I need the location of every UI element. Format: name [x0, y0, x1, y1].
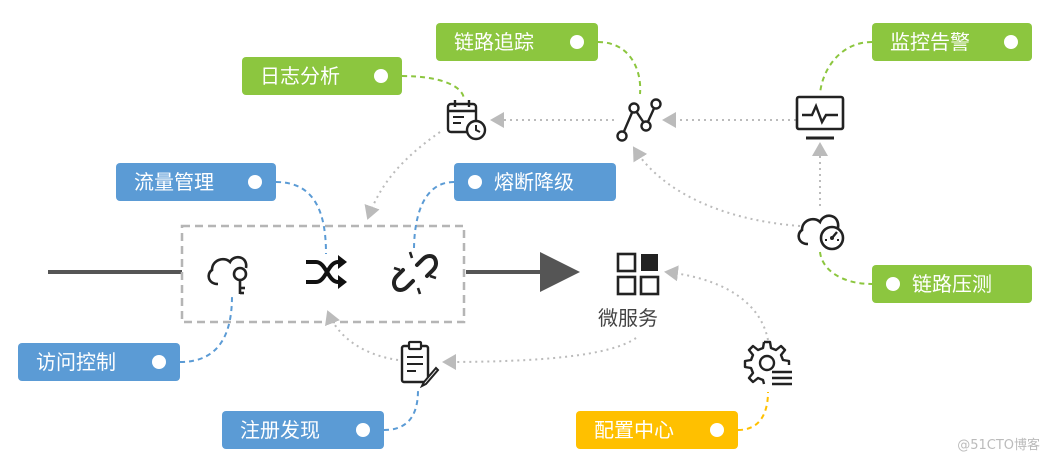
- tag-breaker-label: 熔断降级: [494, 170, 574, 194]
- tag-traffic-label: 流量管理: [134, 170, 214, 194]
- calendar-clock-icon: [446, 100, 487, 141]
- dot-icon: [468, 175, 482, 189]
- tag-access: 访问控制: [18, 343, 180, 381]
- flow-ms-to-registry: [442, 337, 637, 370]
- tag-log: 日志分析: [242, 57, 402, 95]
- tag-breaker: 熔断降级: [454, 163, 616, 201]
- tag-config-label: 配置中心: [594, 418, 674, 442]
- trace-nodes-icon: [616, 98, 662, 142]
- dot-icon: [152, 355, 166, 369]
- monitor-pulse-icon: [795, 95, 845, 140]
- gear-list-icon: [743, 340, 792, 386]
- tag-monitor: 监控告警: [872, 23, 1032, 61]
- governance-box: [180, 224, 466, 324]
- dot-icon: [1004, 35, 1018, 49]
- tag-registry: 注册发现: [222, 411, 384, 449]
- tag-log-label: 日志分析: [260, 64, 340, 88]
- flow-stress-to-trace: [632, 146, 801, 227]
- cloud-gauge-icon: [797, 214, 845, 251]
- tag-access-label: 访问控制: [36, 350, 116, 374]
- leader-breaker: [413, 181, 455, 251]
- leader-traffic: [275, 181, 327, 255]
- dot-icon: [374, 69, 388, 83]
- shuffle-icon: [306, 255, 347, 289]
- microservice-label: 微服务: [598, 306, 658, 330]
- dot-icon: [710, 423, 724, 437]
- flow-config-to-ms: [664, 265, 769, 341]
- flow-log-to-box: [364, 131, 441, 220]
- leader-trace: [597, 41, 642, 95]
- leader-access: [179, 295, 233, 363]
- flow-registry-to-box: [325, 310, 399, 361]
- leader-registry: [383, 389, 419, 431]
- dot-icon: [248, 175, 262, 189]
- grid-apps-icon: [616, 252, 660, 296]
- leader-config: [737, 391, 769, 431]
- tag-stress: 链路压测: [872, 265, 1032, 303]
- tag-config: 配置中心: [576, 411, 738, 449]
- leader-monitor: [819, 41, 873, 95]
- tag-trace-label: 链路追踪: [454, 30, 534, 54]
- dot-icon: [570, 35, 584, 49]
- tag-registry-label: 注册发现: [240, 418, 320, 442]
- dot-icon: [356, 423, 370, 437]
- broken-link-icon: [391, 251, 439, 295]
- leader-log: [401, 75, 465, 101]
- leader-stress: [819, 251, 873, 285]
- tag-monitor-label: 监控告警: [890, 30, 970, 54]
- cloud-key-icon: [207, 255, 248, 295]
- tag-stress-label: 链路压测: [912, 272, 992, 296]
- tag-traffic: 流量管理: [116, 163, 276, 201]
- clipboard-edit-icon: [400, 340, 440, 388]
- tag-trace: 链路追踪: [436, 23, 598, 61]
- dot-icon: [886, 277, 900, 291]
- watermark: @51CTO博客: [957, 438, 1040, 453]
